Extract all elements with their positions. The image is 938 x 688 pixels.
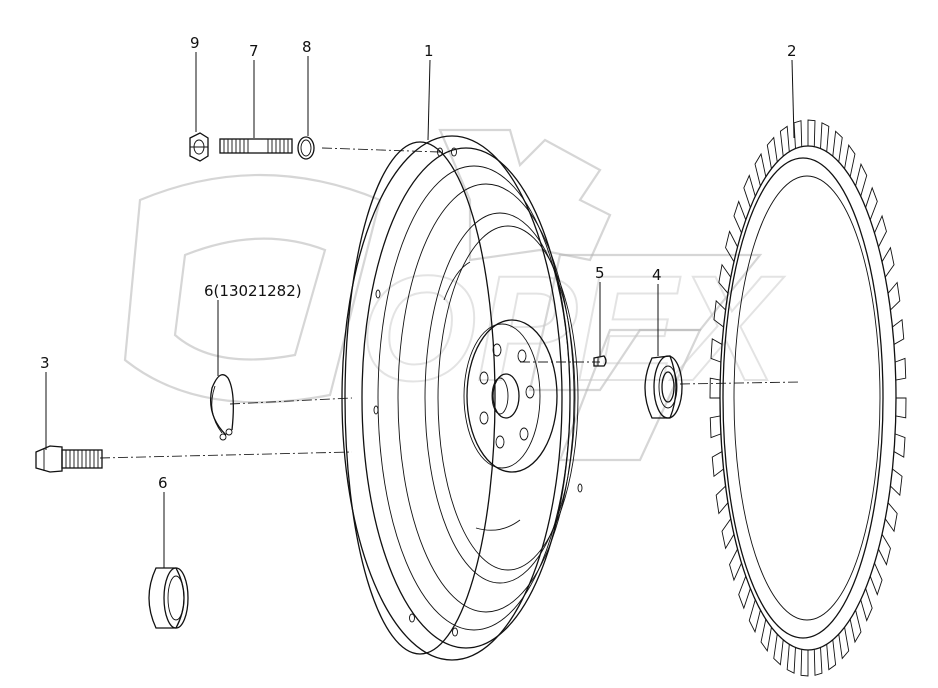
assembly-axes <box>99 147 801 459</box>
gear-tooth <box>895 397 907 419</box>
gear-tooth <box>881 246 895 278</box>
gear-tooth <box>721 518 735 550</box>
gear-tooth <box>884 502 898 533</box>
callout-labels: 1 2 3 4 5 6 6(13021282) 7 8 9 <box>40 34 797 492</box>
callout-5: 5 <box>595 264 605 282</box>
stud <box>219 138 293 154</box>
gear-tooth <box>813 647 823 676</box>
callout-4: 4 <box>652 266 662 284</box>
gear-tooth <box>738 576 751 610</box>
gear-tooth <box>844 143 856 177</box>
gear-tooth <box>849 609 862 644</box>
bolt <box>35 445 103 473</box>
gear-tooth <box>860 588 873 622</box>
gear-tooth <box>793 120 803 149</box>
gear-tooth <box>743 174 756 208</box>
gear-tooth <box>715 485 729 515</box>
callout-9: 9 <box>190 34 200 52</box>
gear-tooth <box>894 357 907 381</box>
gear-tooth <box>779 125 790 157</box>
gear-tooth <box>713 299 726 328</box>
callout-8: 8 <box>302 38 312 56</box>
washer <box>297 136 315 160</box>
callout-3: 3 <box>40 354 50 372</box>
callout-1: 1 <box>424 42 434 60</box>
gear-tooth <box>725 230 738 262</box>
gear-tooth <box>709 415 722 439</box>
nut <box>189 132 209 162</box>
callout-6-part-number: 6(13021282) <box>204 282 302 300</box>
gear-tooth <box>874 214 887 248</box>
bushing <box>148 567 189 629</box>
dowel-pin <box>593 355 607 367</box>
pilot-bearing <box>644 355 683 419</box>
gear-tooth <box>760 619 772 653</box>
gear-tooth <box>887 281 901 311</box>
ring-gear <box>709 119 907 677</box>
gear-tooth <box>710 338 723 363</box>
callout-2: 2 <box>787 42 797 60</box>
callout-6: 6 <box>158 474 168 492</box>
gear-tooth <box>729 548 742 582</box>
gear-tooth <box>893 433 906 458</box>
gear-tooth <box>773 634 784 666</box>
gear-tooth <box>892 318 905 345</box>
gear-tooth <box>869 562 883 596</box>
gear-tooth <box>878 534 891 566</box>
gear-tooth <box>711 451 724 478</box>
gear-tooth <box>800 649 809 677</box>
callout-7: 7 <box>249 42 259 60</box>
gear-tooth <box>826 639 837 671</box>
leader-lines <box>45 52 795 568</box>
gear-tooth <box>718 263 732 294</box>
ring-gear-teeth <box>709 119 907 677</box>
gear-tooth <box>820 122 830 152</box>
gear-tooth <box>733 200 747 234</box>
gear-tooth <box>838 627 850 660</box>
gear-tooth <box>807 119 816 147</box>
gear-tooth <box>709 377 721 399</box>
flywheel <box>341 135 583 661</box>
snap-ring <box>209 374 234 441</box>
gear-tooth <box>748 599 761 634</box>
gear-tooth <box>855 162 868 197</box>
gear-tooth <box>865 186 878 220</box>
gear-tooth <box>766 136 778 169</box>
gear-tooth <box>786 644 796 674</box>
gear-tooth <box>832 130 843 162</box>
gear-tooth <box>890 468 903 497</box>
gear-tooth <box>754 152 767 187</box>
